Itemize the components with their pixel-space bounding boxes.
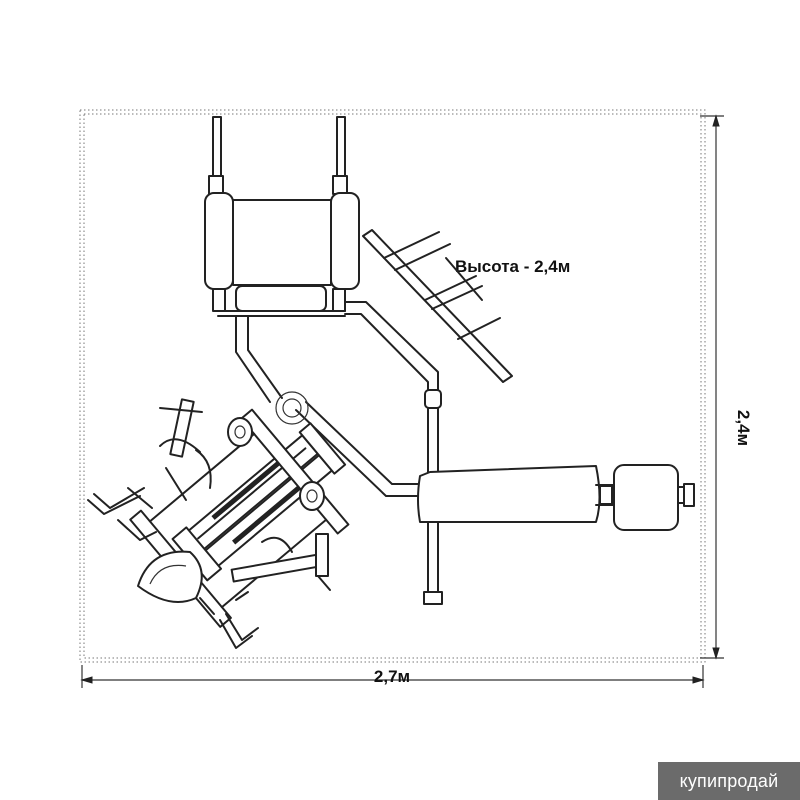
footprint-boundary xyxy=(79,109,706,663)
depth-dimension-label: 2,4м xyxy=(734,410,753,446)
depth-dimension xyxy=(700,114,724,660)
width-dimension xyxy=(80,665,705,688)
top-station xyxy=(204,116,360,403)
diagonal-ladder xyxy=(362,229,513,383)
lower-left-station xyxy=(87,391,350,649)
width-dimension-label: 2,7м xyxy=(374,667,410,686)
watermark: купипродай xyxy=(658,762,800,800)
height-label: Высота - 2,4м xyxy=(455,257,570,276)
bench xyxy=(417,464,695,531)
